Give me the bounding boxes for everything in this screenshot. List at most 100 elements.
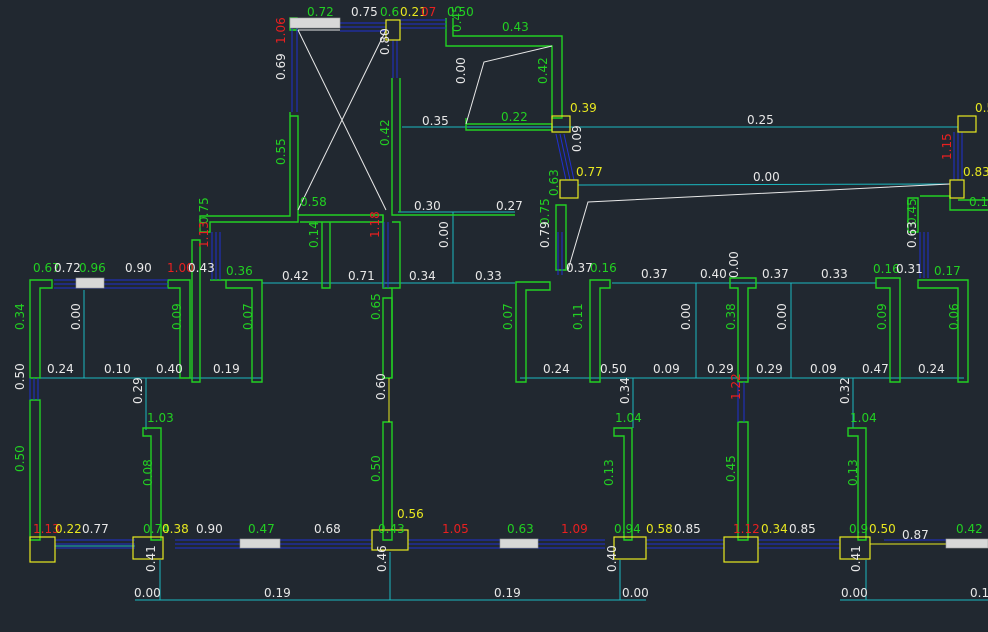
dimension-label: 0.00 [622, 586, 649, 600]
dimension-label: 0.19 [494, 586, 521, 600]
dimension-label: 0.9 [849, 522, 868, 536]
dimension-label: 0.58 [646, 522, 673, 536]
dimension-label: 0.90 [125, 261, 152, 275]
dimension-label: 0.38 [162, 522, 189, 536]
dimension-label: 0.47 [248, 522, 275, 536]
dimension-label: 0.33 [821, 267, 848, 281]
dimension-label: 0.71 [348, 269, 375, 283]
dimension-label: 0.37 [762, 267, 789, 281]
dimension-label: 0.55 [274, 138, 288, 165]
dimension-label: 0.37 [566, 261, 593, 275]
dimension-label: 0.90 [196, 522, 223, 536]
dimension-label: 0.09 [170, 303, 184, 330]
dimension-label: 0.94 [614, 522, 641, 536]
dimension-label: 0.41 [849, 545, 863, 572]
dimension-label: 1.04 [850, 411, 877, 425]
dimension-label: 0.50 [13, 363, 27, 390]
dimension-label: 0.45 [450, 5, 464, 32]
dimension-label: 0.09 [875, 303, 889, 330]
dimension-label: 0.60 [374, 373, 388, 400]
dimension-label: 0.43 [188, 261, 215, 275]
dimension-label: 1.12 [733, 522, 760, 536]
dimension-label: 0.00 [753, 170, 780, 184]
dimension-label: 0.24 [918, 362, 945, 376]
door-bars [75, 17, 988, 549]
dimension-label: 0.50 [600, 362, 627, 376]
dimension-label: 0.34 [761, 522, 788, 536]
dimension-label: 0.35 [422, 114, 449, 128]
dimension-label: 0.00 [841, 586, 868, 600]
dimension-label: 0.31 [896, 262, 923, 276]
dimension-label: 0.40 [700, 267, 727, 281]
dimension-label: 0.50 [447, 5, 474, 19]
dimension-label: 0.42 [956, 522, 983, 536]
dimension-label: 0.46 [375, 545, 389, 572]
dimension-label: 0.13 [602, 459, 616, 486]
dimension-label: 07 [421, 5, 436, 19]
dimension-label: 0.30 [414, 199, 441, 213]
dimension-label: 0.00 [454, 57, 468, 84]
dimension-label: 0.00 [775, 303, 789, 330]
dimension-label: 0.14 [307, 221, 321, 248]
dimension-label: 1.00 [167, 261, 194, 275]
dimension-label: 0.74 [143, 522, 170, 536]
dimension-label: 0.08 [141, 459, 155, 486]
dimension-label: 0.63 [905, 221, 919, 248]
dimension-label: 0.80 [378, 28, 392, 55]
dimension-label: 0.40 [156, 362, 183, 376]
dimension-label: 1.13 [197, 221, 211, 248]
dimension-label: 0.96 [79, 261, 106, 275]
dimension-label: 0.63 [547, 169, 561, 196]
dimension-label: 0.83 [963, 165, 988, 179]
dimension-label: 0.75 [538, 198, 552, 225]
dimension-label: 0.09 [810, 362, 837, 376]
dimension-label: 0.09 [653, 362, 680, 376]
dimension-label: 0.43 [502, 20, 529, 34]
window-openings [29, 19, 963, 549]
dimension-label: 0.42 [378, 119, 392, 146]
dimension-label: 0.22 [501, 110, 528, 124]
dimension-label: 0.50 [869, 522, 896, 536]
dimension-label: 0.07 [241, 303, 255, 330]
dimension-label: 0.16 [590, 261, 617, 275]
dimension-label: 0.77 [82, 522, 109, 536]
dimension-label: 0.19 [213, 362, 240, 376]
dimension-label: 0.5 [975, 101, 988, 115]
dimension-label: 0.29 [756, 362, 783, 376]
dimension-label: 0.65 [369, 293, 383, 320]
dimension-label: 1.04 [615, 411, 642, 425]
dimension-label: 1.03 [147, 411, 174, 425]
dimension-label: 0.00 [69, 303, 83, 330]
dimension-label: 0.27 [496, 199, 523, 213]
window-top-1 [291, 22, 298, 112]
dimension-label: 0.42 [282, 269, 309, 283]
dimension-label: 0.50 [369, 455, 383, 482]
dimension-label: 0.72 [54, 261, 81, 275]
dimension-label: 0.00 [134, 586, 161, 600]
dimension-label: 0.56 [397, 507, 424, 521]
dimension-label: 0.24 [47, 362, 74, 376]
dimension-label: 0.00 [679, 303, 693, 330]
dimension-label: 0.75 [197, 197, 211, 224]
dimension-label: 0.00 [437, 221, 451, 248]
wall-outlines [29, 17, 988, 541]
dimension-label: 0.22 [55, 522, 82, 536]
dimension-label: 0.29 [707, 362, 734, 376]
dimension-label: 0.25 [747, 113, 774, 127]
dimension-label: 0.38 [724, 303, 738, 330]
dimension-label: 1.06 [274, 17, 288, 44]
dimension-label: 0.32 [838, 377, 852, 404]
dimension-label: 0.11 [571, 303, 585, 330]
dimension-label: 0.79 [538, 221, 552, 248]
columns [29, 19, 977, 563]
dimension-label: 0.45 [905, 198, 919, 225]
dimension-label: 0.87 [902, 528, 929, 542]
dimension-label: 0.39 [570, 101, 597, 115]
dimension-label: 0.50 [13, 445, 27, 472]
dimension-label: 0.41 [144, 545, 158, 572]
dimension-label: 0.33 [475, 269, 502, 283]
dimension-label: 0.21 [400, 5, 427, 19]
dimension-label: 0.40 [605, 545, 619, 572]
